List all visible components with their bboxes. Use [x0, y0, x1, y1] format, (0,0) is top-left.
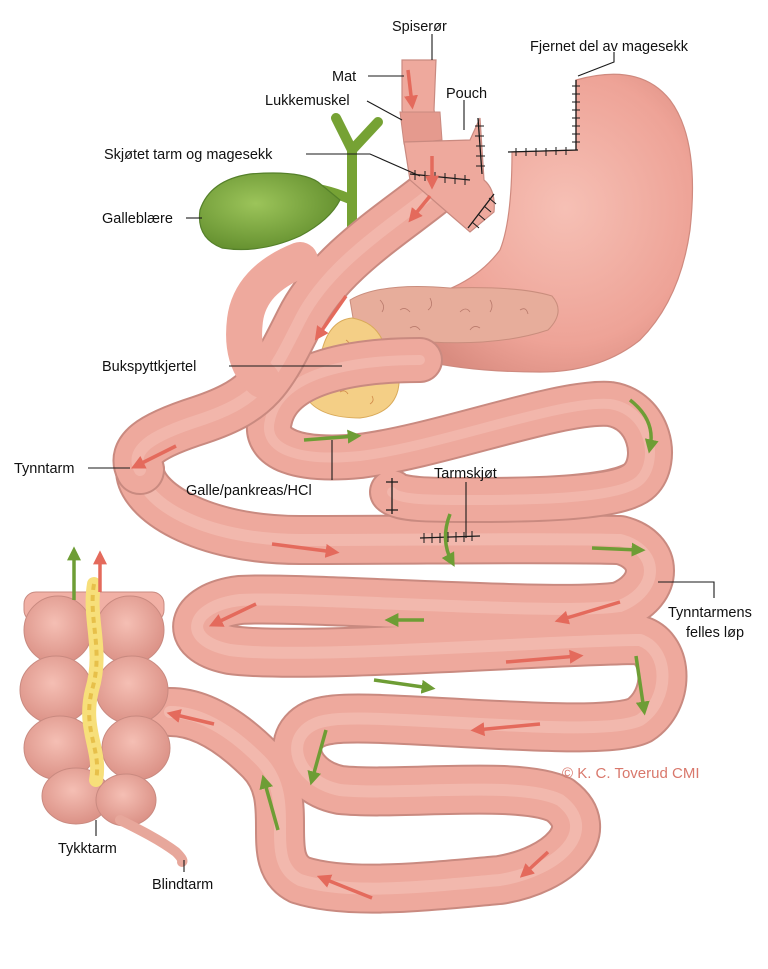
juice-arrow [591, 542, 646, 557]
bile-duct [305, 113, 383, 285]
label-anastomosis: Tarmskjøt [434, 466, 497, 482]
label-small-intestine: Tynntarm [14, 461, 74, 477]
juice-arrow [307, 729, 328, 786]
label-gallbladder: Galleblære [102, 211, 173, 227]
label-food: Mat [332, 69, 356, 85]
juice-arrow [259, 774, 280, 831]
juice-arrow [441, 513, 455, 567]
food-arrow [408, 194, 432, 223]
biliopancreatic-limb [246, 337, 673, 523]
small-intestine-loops [115, 445, 688, 914]
label-esophagus: Spiserør [392, 19, 447, 35]
label-joined: Skjøtet tarm og magesekk [104, 147, 273, 163]
food-flow-arrows [93, 69, 621, 900]
juice-arrow [373, 678, 436, 694]
food-arrow [470, 722, 541, 737]
label-removed-stomach: Fjernet del av magesekk [530, 39, 689, 55]
label-bile-flow: Galle/pankreas/HCl [186, 483, 312, 499]
juice-arrow [628, 398, 659, 454]
gastrojejunal-anastomosis [409, 173, 471, 181]
food-arrow [314, 294, 348, 341]
food-arrow [208, 602, 257, 627]
food-arrow [166, 709, 215, 726]
label-common-channel-2: felles løp [686, 625, 744, 641]
enteroenterostomy-sutures [419, 535, 481, 539]
labels: Spiserør Mat Lukkemuskel Pouch Fjernet d… [14, 19, 752, 893]
label-colon: Tykktarm [58, 841, 117, 857]
food-arrow [130, 444, 177, 469]
juice-arrow [634, 655, 650, 716]
juice-arrow [303, 429, 362, 444]
gallbladder [198, 172, 341, 251]
stomach-staples [515, 85, 580, 156]
closed-end-suture [386, 478, 398, 514]
copyright-notice: © K. C. Toverud CMI [562, 765, 699, 782]
colon [19, 577, 188, 867]
food-arrow [505, 649, 584, 664]
pancreas-body [349, 286, 559, 344]
label-pancreas: Bukspyttkjertel [102, 359, 196, 375]
pancreas-texture [379, 297, 529, 331]
label-sphincter: Lukkemuskel [265, 93, 350, 109]
anastomosis-staples [423, 531, 473, 543]
food-arrow [404, 69, 418, 110]
food-arrow [316, 874, 373, 900]
food-arrow [519, 850, 550, 878]
label-common-channel-1: Tynntarmens [668, 605, 752, 621]
food-arrow [271, 542, 340, 558]
label-appendix: Blindtarm [152, 877, 213, 893]
digestive-juice-arrows [67, 398, 659, 831]
duodenum-loop [226, 242, 318, 398]
food-arrow [554, 600, 621, 625]
sphincter-band [399, 111, 443, 145]
leader-lines [88, 34, 715, 872]
label-pouch: Pouch [446, 86, 487, 102]
alimentary-limb [112, 161, 465, 495]
